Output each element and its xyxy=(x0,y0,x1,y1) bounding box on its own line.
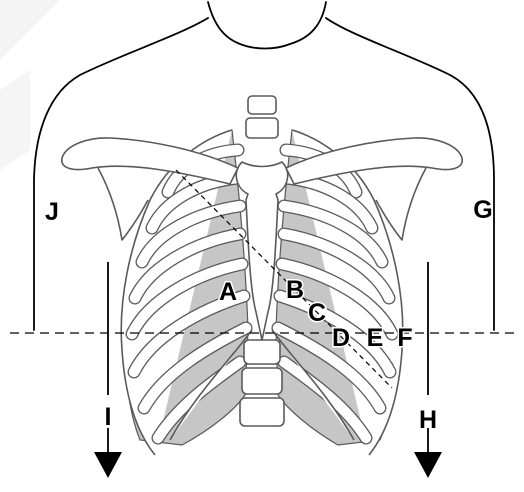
label-f: F xyxy=(397,324,412,352)
label-d: D xyxy=(332,324,350,352)
label-e: E xyxy=(367,324,384,352)
label-c: C xyxy=(308,299,326,327)
label-b: B xyxy=(286,276,304,304)
label-a: A xyxy=(219,278,237,306)
label-h: H xyxy=(419,406,437,434)
down-arrow-left-icon xyxy=(94,452,122,478)
down-arrow-right-icon xyxy=(414,452,442,478)
label-i: I xyxy=(105,403,112,431)
label-g: G xyxy=(473,196,492,224)
background-shapes xyxy=(0,0,60,170)
label-j: J xyxy=(45,198,59,226)
